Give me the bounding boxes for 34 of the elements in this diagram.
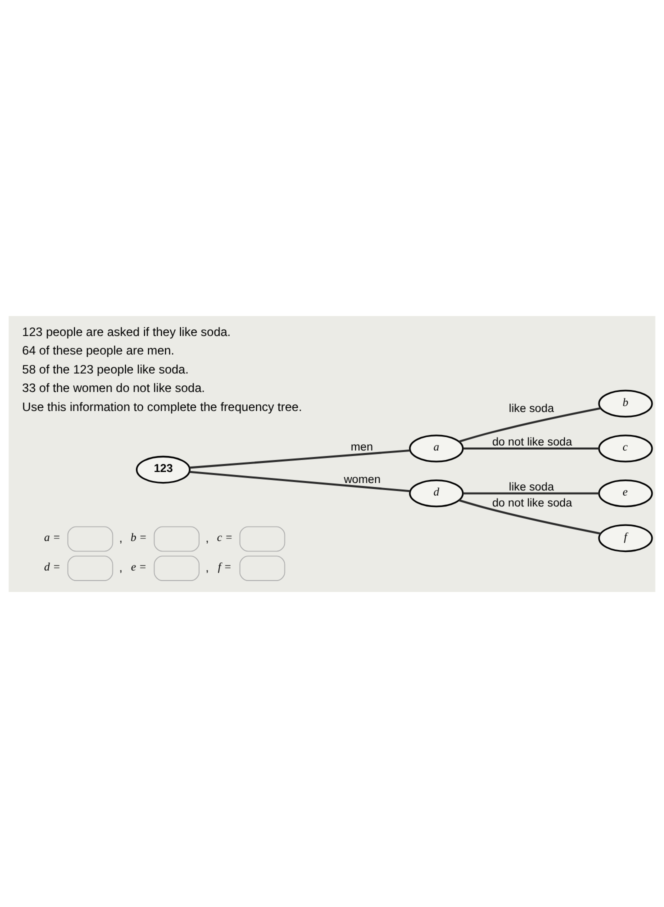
- edge-label: do not like soda: [492, 436, 572, 448]
- connector: [190, 470, 410, 492]
- node-ellipse: a: [409, 434, 464, 462]
- label: ,: [206, 532, 209, 545]
- label: a =: [44, 532, 60, 544]
- connector: [458, 498, 601, 534]
- edge-label: like soda: [508, 402, 554, 414]
- node-ellipse: f: [598, 524, 653, 552]
- edge-label: do not like soda: [492, 497, 572, 510]
- label: 33 of the women do not like soda.: [22, 380, 205, 395]
- node-ellipse: c: [598, 434, 653, 462]
- label: c =: [217, 532, 233, 544]
- label: 64 of these people are men.: [22, 343, 174, 358]
- node-ellipse: e: [598, 478, 653, 507]
- edge-label: like soda: [508, 480, 554, 493]
- label: b =: [130, 532, 147, 544]
- edge-label: men: [350, 440, 373, 453]
- label: e =: [131, 561, 147, 574]
- edge-label: women: [344, 473, 381, 486]
- connector: [458, 406, 601, 442]
- label: ,: [119, 562, 122, 574]
- label: f =: [218, 561, 232, 574]
- node-ellipse: 123: [136, 455, 191, 484]
- node-ellipse: d: [409, 478, 464, 507]
- node-ellipse: b: [598, 389, 653, 418]
- connector: [463, 446, 599, 450]
- label: 58 of the 123 people like soda.: [22, 362, 189, 376]
- label: d =: [44, 561, 60, 574]
- label: Use this information to complete the frequency tree.: [22, 399, 302, 414]
- connector: [190, 448, 410, 468]
- connector: [463, 492, 599, 494]
- label: ,: [206, 562, 209, 574]
- label: ,: [119, 532, 122, 545]
- label: 123 people are asked if they like soda.: [22, 324, 231, 338]
